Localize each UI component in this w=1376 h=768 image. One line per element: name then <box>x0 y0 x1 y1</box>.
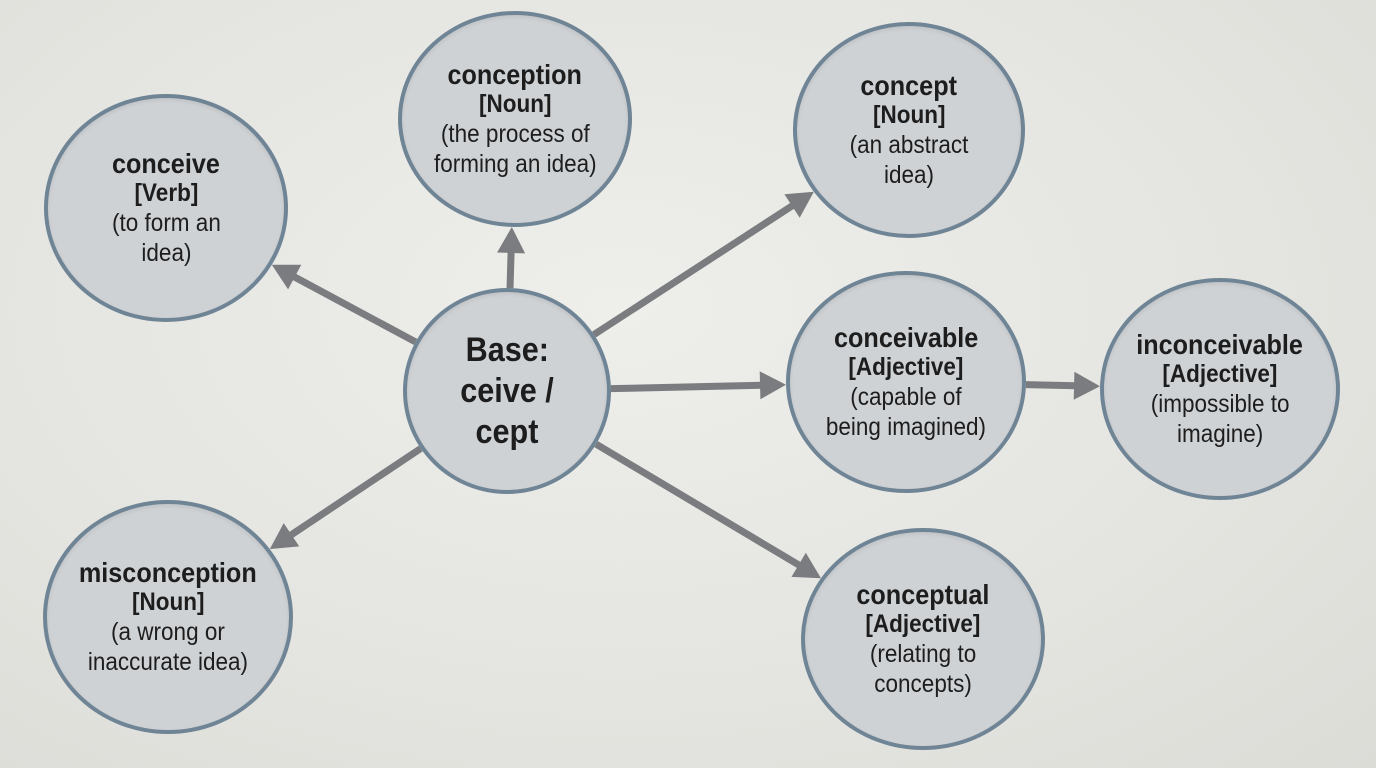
arrow-head <box>1073 371 1100 400</box>
node-conceive: conceive [Verb] (to form an idea) <box>44 94 288 322</box>
arrow-head <box>791 552 821 579</box>
node-part-of-speech: [Adjective] <box>1162 359 1278 388</box>
node-word: conception <box>447 58 583 90</box>
node-definition: (relating to concepts) <box>870 639 976 699</box>
arrow-head <box>784 191 814 218</box>
node-definition: (an abstract idea) <box>850 130 969 190</box>
base-line-1: Base: <box>465 330 549 369</box>
node-part-of-speech: [Noun] <box>478 89 552 118</box>
definition-line: idea) <box>140 238 192 267</box>
base-line-3: cept <box>475 412 539 451</box>
node-word: misconception <box>79 556 257 588</box>
arrow-shaft <box>1025 381 1077 390</box>
arrow-base-to-misconception <box>269 445 423 550</box>
arrow-conceivable-to-inconceivable <box>1025 371 1100 400</box>
definition-line: concepts) <box>874 669 972 698</box>
node-definition: (the process of forming an idea) <box>434 119 597 179</box>
arrow-shaft <box>287 445 423 539</box>
node-inconceivable: inconceivable [Adjective] (impossible to… <box>1100 278 1340 500</box>
node-concept: concept [Noun] (an abstract idea) <box>793 22 1025 238</box>
node-word: conceive <box>112 147 220 179</box>
arrow-base-to-conceptual <box>594 441 821 579</box>
arrow-base-to-conceive <box>271 264 418 346</box>
node-part-of-speech: [Noun] <box>131 587 205 616</box>
node-definition: (capable of being imagined) <box>826 382 986 442</box>
definition-line: (a wrong or <box>111 617 225 646</box>
arrow-base-to-conception <box>497 227 526 289</box>
arrow-base-to-concept <box>592 191 814 338</box>
arrow-head <box>271 264 302 290</box>
definition-line: (the process of <box>440 119 590 148</box>
arrow-shaft <box>594 441 803 569</box>
arrow-head <box>269 523 300 550</box>
definition-line: (an abstract <box>849 130 969 159</box>
base-line-2: ceive / <box>460 371 554 410</box>
definition-line: imagine) <box>1176 419 1264 448</box>
definition-line: being imagined) <box>825 412 987 441</box>
definition-line: (to form an <box>111 208 221 237</box>
definition-line: inaccurate idea) <box>87 647 249 676</box>
arrow-shaft <box>592 201 796 338</box>
definition-line: idea) <box>883 160 935 189</box>
base-node: Base: ceive / cept <box>403 288 611 494</box>
node-conceivable: conceivable [Adjective] (capable of bein… <box>786 271 1026 493</box>
node-part-of-speech: [Verb] <box>134 178 198 207</box>
arrow-head <box>759 371 786 400</box>
definition-line: forming an idea) <box>433 149 597 178</box>
node-definition: (a wrong or inaccurate idea) <box>88 617 248 677</box>
node-definition: (impossible to imagine) <box>1151 389 1290 449</box>
arrow-shaft <box>291 273 418 346</box>
arrow-shaft <box>506 250 515 289</box>
node-part-of-speech: [Adjective] <box>848 352 964 381</box>
arrow-base-to-conceivable <box>610 371 786 400</box>
node-word: inconceivable <box>1136 328 1304 360</box>
node-conceptual: conceptual [Adjective] (relating to conc… <box>801 528 1045 750</box>
node-part-of-speech: [Noun] <box>872 100 946 129</box>
node-part-of-speech: [Adjective] <box>865 609 981 638</box>
node-definition: (to form an idea) <box>112 208 221 268</box>
node-misconception: misconception [Noun] (a wrong or inaccur… <box>43 500 293 734</box>
arrow-head <box>497 227 526 254</box>
arrow-shaft <box>610 381 763 393</box>
definition-line: (impossible to <box>1150 389 1290 418</box>
node-word: concept <box>860 69 958 101</box>
definition-line: (relating to <box>869 639 977 668</box>
node-word: conceptual <box>856 578 990 610</box>
node-conception: conception [Noun] (the process of formin… <box>398 11 632 227</box>
node-word: conceivable <box>833 321 979 353</box>
definition-line: (capable of <box>850 382 962 411</box>
